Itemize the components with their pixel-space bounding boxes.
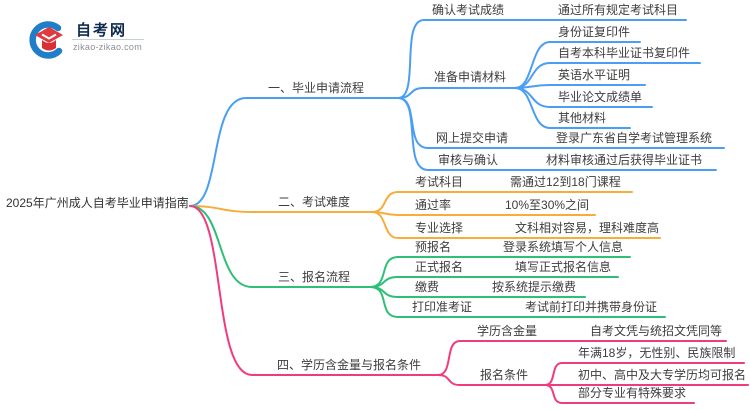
node-b4-c1-leaf: 自考文凭与统招文凭同等 [590,324,723,338]
node-b4-c1: 学历含金量 [477,324,538,338]
node-b4-c2-leaf1: 年满18岁，无性别、民族限制 [578,346,736,360]
logo-divider [72,39,144,40]
branch1-lines [189,19,725,207]
node-b1-c4: 审核与确认 [438,153,499,167]
node-b3-c2-leaf: 填写正式报名信息 [515,260,612,274]
site-name: 自考网 [76,22,128,39]
node-b4: 四、学历含金量与报名条件 [277,358,422,372]
node-b3: 三、报名流程 [278,270,351,284]
node-b2-c1-leaf: 需通过12到18门课程 [510,175,621,189]
node-b2-c3-leaf: 文科相对容易，理科难度高 [515,221,660,235]
branch2-lines [189,191,661,239]
site-logo: 自考网 zikao-zikao.com [28,10,168,62]
node-b1-c3-leaf: 登录广东省自学考试管理系统 [556,131,713,145]
node-b4-c2-leaf3: 部分专业有特殊要求 [578,386,687,400]
graduation-cap-icon [29,21,63,59]
node-b1: 一、毕业申请流程 [268,81,365,95]
node-b1-c2-leaf5: 其他材料 [558,111,607,125]
node-b2-c2: 通过率 [415,198,452,212]
node-b3-c3: 缴费 [415,280,440,294]
node-b1-c3: 网上提交申请 [436,131,509,145]
root-node: 2025年广州成人自考毕业申请指南 [6,196,189,210]
node-b1-c2-leaf1: 身份证复印件 [558,25,631,39]
node-b2-c1: 考试科目 [415,175,464,189]
site-domain: zikao-zikao.com [73,42,143,52]
node-b2-c3: 专业选择 [415,221,464,235]
node-b4-c2: 报名条件 [480,368,529,382]
node-b1-c2-leaf2: 自考本科毕业证书复印件 [558,46,691,60]
node-b3-c1-leaf: 登录系统填写个人信息 [503,240,624,254]
node-b3-c4: 打印准考证 [412,300,473,314]
node-b1-c1-leaf: 通过所有规定考试科目 [558,3,679,17]
node-b3-c3-leaf: 按系统提示缴费 [492,280,577,294]
branch3-lines [189,205,666,318]
node-b1-c2-leaf4: 毕业论文成绩单 [558,90,643,104]
node-b1-c1: 确认考试成绩 [432,3,505,17]
node-b1-c2-leaf3: 英语水平证明 [558,68,631,82]
node-b1-c4-leaf: 材料审核通过后获得毕业证书 [546,153,703,167]
node-b2-c2-leaf: 10%至30%之间 [505,198,590,212]
branch4-lines [189,205,749,404]
node-b3-c1: 预报名 [415,240,452,254]
node-b2: 二、考试难度 [278,195,351,209]
node-b1-c2: 准备申请材料 [434,70,507,84]
node-b4-c2-leaf2: 初中、高中及大专学历均可报名 [578,368,747,382]
node-b3-c2: 正式报名 [415,260,464,274]
node-b3-c4-leaf: 考试前打印并携带身份证 [525,300,658,314]
